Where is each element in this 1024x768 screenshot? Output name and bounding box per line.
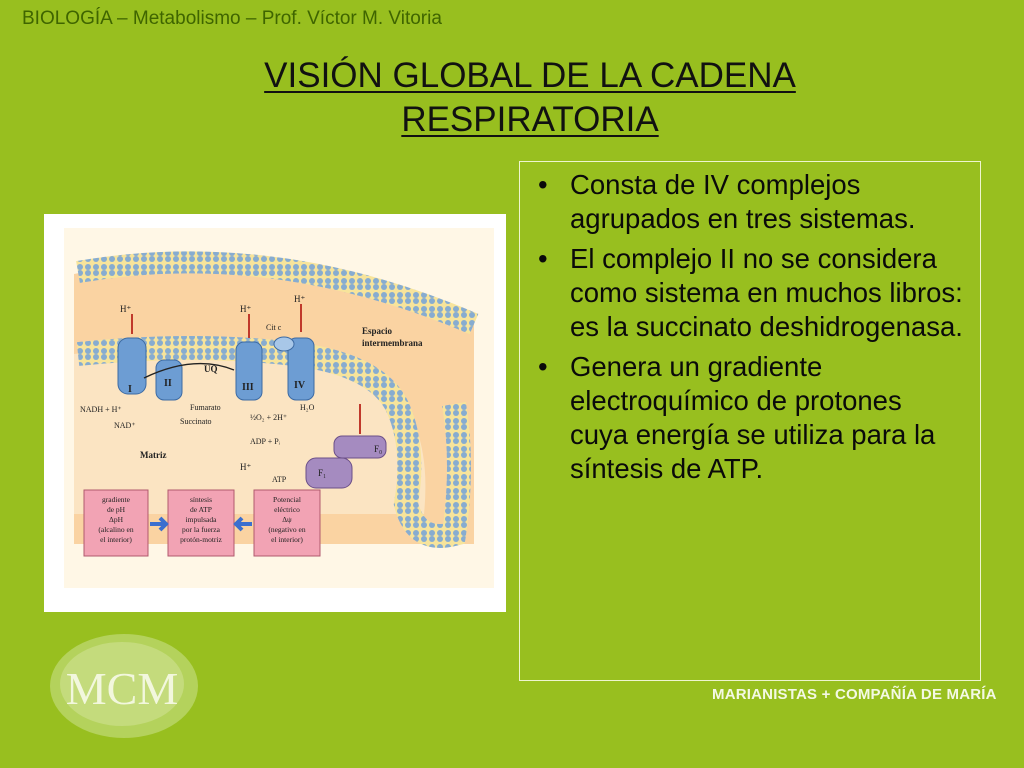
page-title-text: VISIÓN GLOBAL DE LA CADENA RESPIRATORIA bbox=[264, 56, 796, 139]
bullet-dot-icon: • bbox=[538, 169, 548, 200]
box-middle-line-2: de ATP bbox=[190, 505, 212, 514]
bullet-dot-icon: • bbox=[538, 243, 548, 274]
outer-membrane bbox=[76, 251, 479, 335]
label-nadh: NADH + H⁺ bbox=[80, 405, 122, 414]
label-atp: ATP bbox=[272, 475, 287, 484]
bullet-text: Consta de IV complejos agrupados en tres… bbox=[570, 169, 916, 234]
box-middle-line-4: por la fuerza bbox=[182, 525, 221, 534]
label-complex-iv: IV bbox=[294, 380, 306, 391]
label-uq: UQ bbox=[204, 364, 218, 374]
box-atp-synthesis bbox=[167, 489, 235, 557]
complex-i bbox=[117, 337, 147, 395]
label-oxygen: ½O₂ + 2H⁺ bbox=[250, 413, 287, 422]
box-left-line-3: ΔpH bbox=[109, 515, 124, 524]
box-right-line-5: el interior) bbox=[271, 535, 303, 544]
box-middle-line-5: protón-motriz bbox=[180, 535, 222, 544]
bullet-item: • Consta de IV complejos agrupados en tre… bbox=[530, 168, 966, 236]
footer-brand: MARIANISTAS + COMPAÑÍA DE MARÍA bbox=[712, 686, 997, 703]
label-f1: F₁ bbox=[318, 468, 326, 478]
complex-iii bbox=[235, 341, 263, 401]
label-h-plus-i: H⁺ bbox=[120, 304, 131, 314]
box-left-line-5: el interior) bbox=[100, 535, 132, 544]
page-title: VISIÓN GLOBAL DE LA CADENA RESPIRATORIA bbox=[200, 54, 860, 142]
box-right-line-1: Potencial bbox=[273, 495, 301, 504]
atp-synthase-f1 bbox=[305, 457, 353, 489]
label-intermembrana: intermembrana bbox=[362, 338, 423, 348]
bullet-list: • Consta de IV complejos agrupados en tre… bbox=[530, 168, 966, 486]
label-matriz: Matriz bbox=[140, 450, 166, 460]
box-left-line-4: (alcalino en bbox=[98, 525, 133, 534]
course-header: BIOLOGÍA – Metabolismo – Prof. Víctor M.… bbox=[22, 8, 442, 29]
inner-membrane bbox=[76, 336, 471, 548]
box-middle-line-1: síntesis bbox=[190, 495, 212, 504]
label-h-plus-atp: H⁺ bbox=[240, 462, 251, 472]
label-adp: ADP + Pᵢ bbox=[250, 437, 281, 446]
label-nad: NAD⁺ bbox=[114, 421, 136, 430]
box-electric-potential bbox=[253, 489, 321, 557]
bullet-item: • Genera un gradiente electroquímico de p… bbox=[530, 350, 966, 486]
label-complex-iii: III bbox=[242, 382, 254, 393]
bullet-text-box: • Consta de IV complejos agrupados en tre… bbox=[519, 161, 981, 681]
label-water: H₂O bbox=[300, 403, 315, 412]
atp-synthase-fo bbox=[333, 435, 387, 459]
label-complex-i: I bbox=[128, 384, 132, 395]
label-complex-ii: II bbox=[164, 378, 172, 389]
arrow-right-to-middle bbox=[233, 516, 252, 532]
label-fo: F₀ bbox=[374, 444, 382, 454]
mcm-logo-text: MCM bbox=[66, 663, 178, 714]
box-left-line-2: de pH bbox=[107, 505, 126, 514]
box-ph-gradient bbox=[83, 489, 149, 557]
complex-iv bbox=[287, 337, 315, 401]
bullet-text: El complejo II no se considera como sist… bbox=[570, 243, 963, 342]
label-cit-c: Cit c bbox=[266, 323, 282, 332]
box-left-line-1: gradiente bbox=[102, 495, 131, 504]
mcm-logo: MCM bbox=[48, 632, 202, 742]
cytochrome-c bbox=[273, 336, 295, 352]
box-right-line-2: eléctrico bbox=[274, 505, 300, 514]
arrow-left-to-middle bbox=[150, 516, 169, 532]
box-middle-line-3: impulsada bbox=[186, 515, 217, 524]
diagram-canvas: I II III IV UQ Cit c Espacio intermembra… bbox=[64, 228, 494, 588]
label-fumarato: Fumarato bbox=[190, 403, 221, 412]
electron-path bbox=[143, 362, 235, 379]
bullet-text: Genera un gradiente electroquímico de pr… bbox=[570, 351, 936, 484]
label-succinato: Succinato bbox=[180, 417, 212, 426]
bullet-item: • El complejo II no se considera como sis… bbox=[530, 242, 966, 344]
label-espacio: Espacio bbox=[362, 326, 393, 336]
label-h-plus-iv: H⁺ bbox=[294, 294, 305, 304]
label-h-plus-iii: H⁺ bbox=[240, 304, 251, 314]
box-right-line-4: (negativo en bbox=[268, 525, 306, 534]
respiratory-chain-diagram: I II III IV UQ Cit c Espacio intermembra… bbox=[44, 214, 506, 612]
mcm-logo-icon: MCM bbox=[50, 634, 198, 738]
box-right-line-3: Δψ bbox=[282, 515, 292, 524]
bullet-dot-icon: • bbox=[538, 351, 548, 382]
